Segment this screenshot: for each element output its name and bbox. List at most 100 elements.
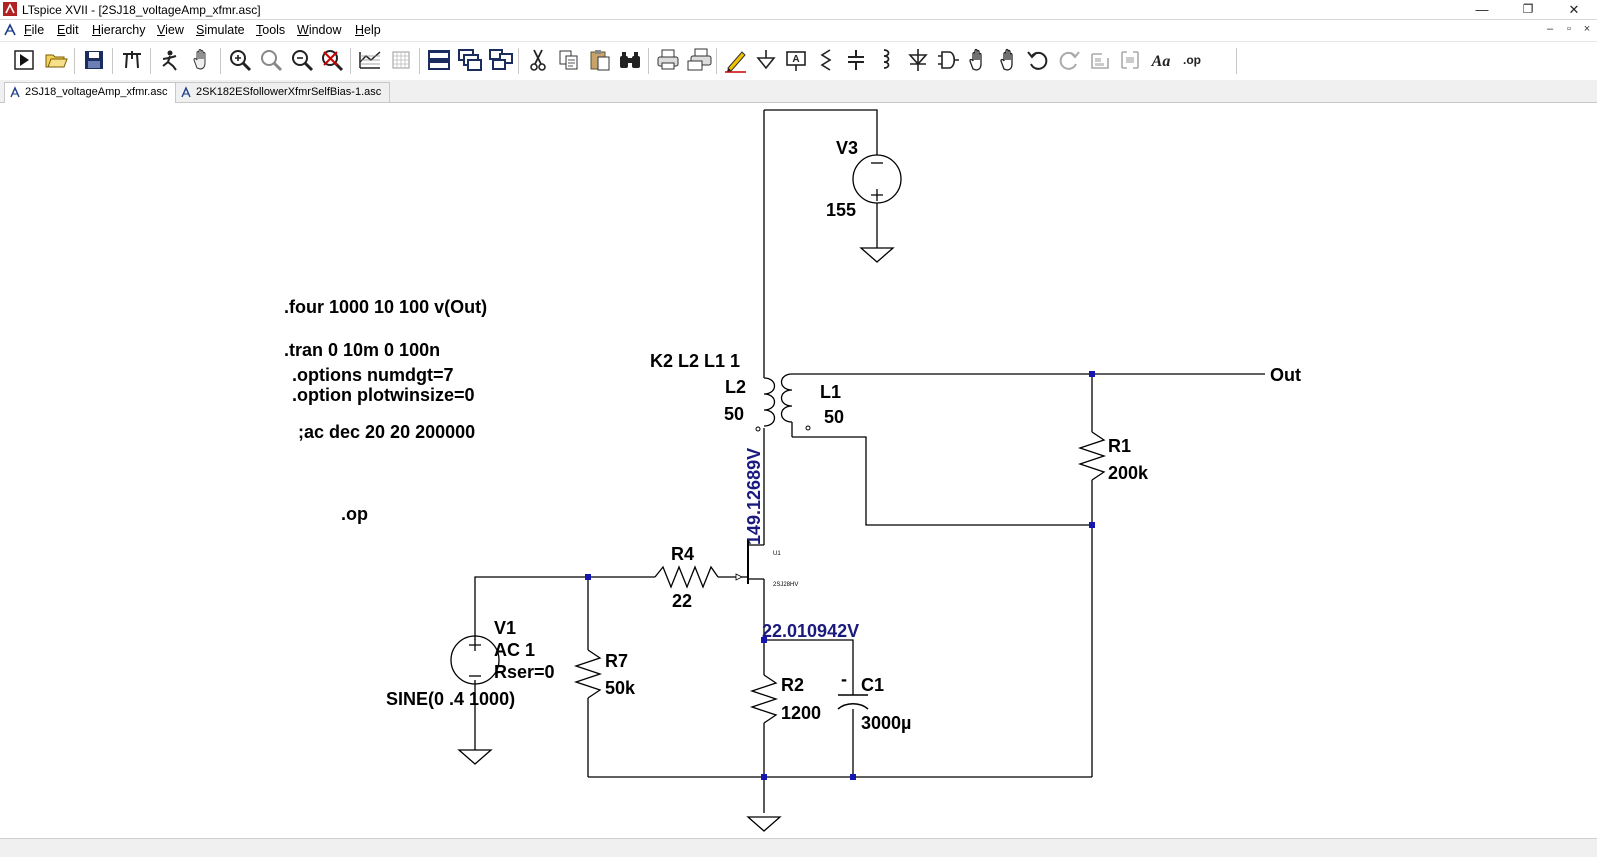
options-directive[interactable]: .options numdgt=7 (292, 365, 454, 385)
junctions (585, 371, 1095, 780)
mdi-close-button[interactable]: × (1583, 23, 1591, 35)
toolbar: A Aa .op (0, 41, 1597, 81)
schematic-icon (181, 86, 191, 98)
tab-label: 2SJ18_voltageAmp_xfmr.asc (25, 86, 168, 98)
menu-edit[interactable]: Edit (57, 23, 79, 37)
r4-resistor[interactable] (654, 565, 719, 589)
schematic-canvas[interactable]: V3 155 K2 L2 L1 1 L2 50 L1 50 Out R1 200… (0, 103, 1597, 838)
v1-voltage-source[interactable] (450, 635, 500, 685)
r7-resistor[interactable] (573, 649, 603, 699)
r1-resistor[interactable] (1077, 431, 1107, 481)
ground-icon[interactable] (752, 46, 780, 74)
schematic-doc-icon[interactable] (3, 23, 17, 37)
close-button[interactable]: ✕ (1568, 2, 1580, 17)
v3-voltage-source[interactable] (852, 154, 902, 204)
source-voltage-label: 22.010942V (762, 621, 859, 641)
l1-name-label: L1 (820, 382, 841, 402)
wire-l1-bottom[interactable] (792, 436, 1092, 526)
r7-name-label: R7 (605, 651, 628, 671)
out-net-label[interactable]: Out (1270, 365, 1301, 385)
zoom-area-icon[interactable] (257, 46, 285, 74)
option-directive[interactable]: .option plotwinsize=0 (292, 385, 475, 405)
junction-dot (585, 574, 591, 580)
r1-name-label: R1 (1108, 436, 1131, 456)
mdi-minimize-button[interactable]: – (1546, 23, 1554, 35)
tab-2sj18-voltageamp[interactable]: 2SJ18_voltageAmp_xfmr.asc (4, 82, 177, 103)
junction-dot (761, 637, 767, 643)
menu-file[interactable]: File (24, 23, 45, 37)
u1-name-label: U1 (773, 551, 781, 557)
menu-hierarchy[interactable]: Hierarchy (92, 23, 146, 37)
halt-icon[interactable] (156, 46, 184, 74)
print-preview-icon[interactable] (685, 46, 713, 74)
drag-icon[interactable] (994, 46, 1022, 74)
l1-inductor[interactable] (780, 373, 811, 437)
diode-icon[interactable] (904, 46, 932, 74)
resistor-icon[interactable] (812, 46, 840, 74)
v3-name-label: V3 (836, 138, 858, 158)
move-icon[interactable] (964, 46, 992, 74)
mirror-icon[interactable] (1116, 46, 1144, 74)
grid-icon[interactable] (387, 46, 415, 74)
u1-jfet[interactable] (735, 540, 764, 584)
menu-help[interactable]: Help (355, 23, 381, 37)
menu-simulate[interactable]: Simulate (196, 23, 245, 37)
pan-icon[interactable] (188, 46, 216, 74)
r2-value-label: 1200 (781, 703, 821, 723)
menu-view[interactable]: View (157, 23, 184, 37)
undo-icon[interactable] (1024, 46, 1052, 74)
tab-2sk182es-follower[interactable]: 2SK182ESfollowerXfmrSelfBias-1.asc (175, 82, 391, 102)
l2-inductor[interactable] (755, 377, 776, 432)
zoom-fit-icon[interactable] (318, 46, 346, 74)
wire-v1-top[interactable] (474, 576, 655, 640)
save-icon[interactable] (80, 46, 108, 74)
op-icon-label: .op (1183, 53, 1201, 67)
inductor-icon[interactable] (872, 46, 900, 74)
run-icon[interactable] (10, 46, 38, 74)
r7-value-label: 50k (605, 678, 636, 698)
redo-icon[interactable] (1055, 46, 1083, 74)
cascade-icon[interactable] (456, 46, 484, 74)
zoom-in-icon[interactable] (226, 46, 254, 74)
window-title: LTspice XVII - [2SJ18_voltageAmp_xfmr.as… (22, 3, 261, 17)
draw-wire-icon[interactable] (722, 46, 750, 74)
component-icon[interactable] (934, 46, 962, 74)
spice-directive-icon[interactable]: .op (1178, 46, 1206, 74)
tile-horizontal-icon[interactable] (425, 46, 453, 74)
autorange-icon[interactable] (356, 46, 384, 74)
wire-c1-top[interactable] (764, 639, 854, 695)
minimize-button[interactable]: — (1475, 2, 1489, 17)
text-icon[interactable]: Aa (1147, 46, 1175, 74)
mdi-restore-button[interactable]: ▫ (1567, 23, 1571, 35)
control-panel-icon[interactable] (118, 46, 146, 74)
tran-directive[interactable]: .tran 0 10m 0 100n (284, 340, 440, 360)
title-bar: LTspice XVII - [2SJ18_voltageAmp_xfmr.as… (0, 0, 1597, 20)
copy-icon[interactable] (555, 46, 583, 74)
rotate-icon[interactable] (1086, 46, 1114, 74)
menu-window[interactable]: Window (297, 23, 342, 37)
r2-resistor[interactable] (749, 674, 779, 724)
label-net-icon[interactable]: A (782, 46, 810, 74)
restore-button[interactable]: ❐ (1522, 2, 1534, 16)
coupling-directive[interactable]: K2 L2 L1 1 (650, 351, 740, 371)
menu-tools[interactable]: Tools (256, 23, 286, 37)
cut-icon[interactable] (524, 46, 552, 74)
v1-ac-label: AC 1 (494, 640, 535, 660)
find-icon[interactable] (616, 46, 644, 74)
zoom-out-icon[interactable] (288, 46, 316, 74)
capacitor-icon[interactable] (842, 46, 870, 74)
junction-dot (850, 774, 856, 780)
paste-icon[interactable] (586, 46, 614, 74)
svg-text:A: A (792, 54, 799, 65)
tile-vertical-icon[interactable] (487, 46, 515, 74)
l2-name-label: L2 (725, 377, 746, 397)
junction-dot (1089, 522, 1095, 528)
ltspice-app-icon[interactable] (3, 2, 17, 16)
open-icon[interactable] (42, 46, 70, 74)
print-icon[interactable] (654, 46, 682, 74)
c1-capacitor[interactable] (837, 694, 869, 710)
ac-comment-directive[interactable]: ;ac dec 20 20 200000 (298, 422, 475, 442)
four-directive[interactable]: .four 1000 10 100 v(Out) (284, 297, 487, 317)
wire-top[interactable] (764, 109, 878, 155)
op-directive[interactable]: .op (341, 504, 368, 524)
